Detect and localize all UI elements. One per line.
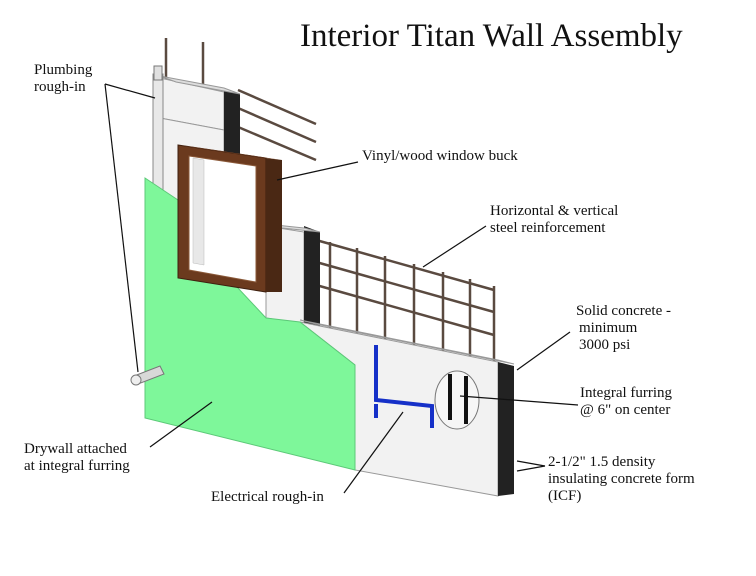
- label-integral-furring: Integral furring @ 6" on center: [580, 385, 673, 418]
- label-reinforcement: Horizontal & vertical steel reinforcemen…: [490, 203, 619, 236]
- leader-lines: [104, 83, 579, 494]
- label-plumbing-rough-in: Plumbing rough-in: [34, 62, 93, 95]
- label-icf: 2-1/2" 1.5 density insulating concrete f…: [548, 454, 695, 504]
- label-electrical-rough-in: Electrical rough-in: [211, 489, 324, 505]
- label-window-buck: Vinyl/wood window buck: [362, 148, 518, 164]
- furring-cutaway: [434, 370, 480, 430]
- steel-reinforcement: [164, 38, 496, 374]
- label-drywall: Drywall attached at integral furring: [24, 441, 130, 474]
- label-solid-concrete: Solid concrete - minimum 3000 psi: [576, 303, 671, 353]
- icf-edge: [498, 362, 514, 496]
- plumbing-pipes: [130, 65, 165, 386]
- diagram-title: Interior Titan Wall Assembly: [300, 18, 683, 54]
- electrical-conduit: [374, 345, 434, 428]
